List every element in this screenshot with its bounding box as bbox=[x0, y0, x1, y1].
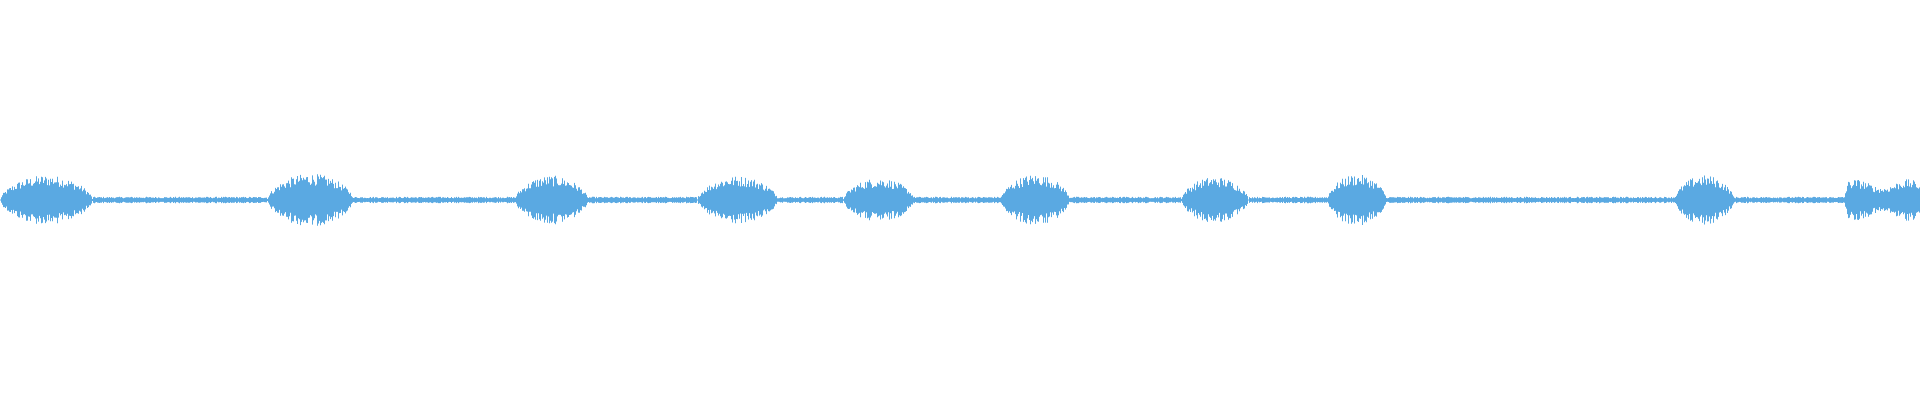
waveform-samples bbox=[0, 174, 1920, 226]
